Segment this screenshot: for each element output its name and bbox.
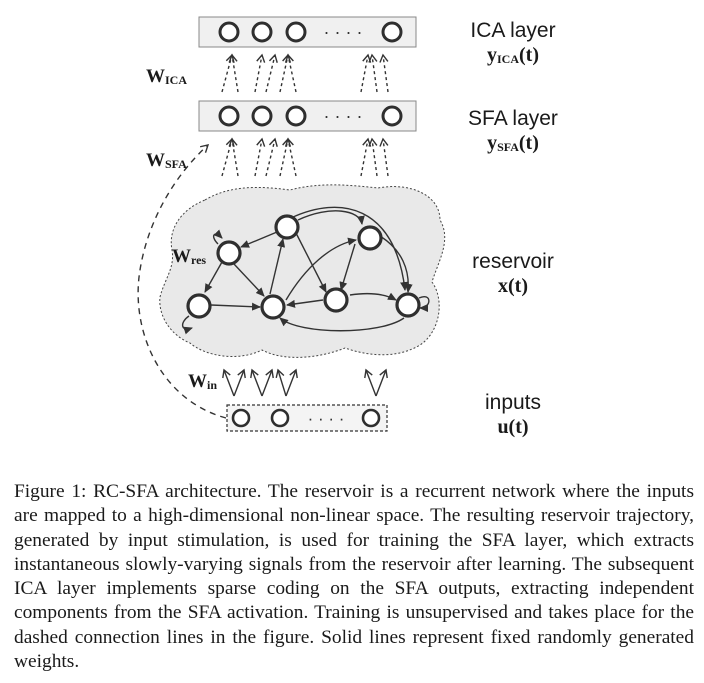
sfa-output-label: ySFA(t) [487,132,539,154]
input-node [361,408,381,428]
input-node [270,408,290,428]
sfa-layer-title: SFA layer [468,107,558,130]
ica-node [251,21,273,43]
w-res-label: Wres [172,246,206,267]
ica-node [381,21,403,43]
reservoir-node [186,293,212,319]
sfa-to-ica-connections [221,53,389,93]
reservoir-node [395,292,421,318]
reservoir-to-sfa-connections [221,137,389,177]
ica-layer: · · · · [198,16,417,48]
figure-caption: Figure 1: RC-SFA architecture. The reser… [14,481,694,673]
sfa-node [285,105,307,127]
w-sfa-label: WSFA [146,150,187,171]
ica-node [285,21,307,43]
reservoir-connections [181,206,430,335]
input-node [231,408,251,428]
ica-layer-title: ICA layer [470,19,555,42]
sfa-node [251,105,273,127]
inputs-box [226,404,388,432]
ica-ellipsis: · · · · [324,22,363,42]
ica-node [218,21,240,43]
ica-output-label: yICA(t) [487,44,539,66]
reservoir-node [216,240,242,266]
sfa-ellipsis: · · · · [324,106,363,126]
inputs-ellipsis: · · · · [308,409,345,428]
sfa-node [381,105,403,127]
reservoir-state-label: x(t) [498,275,528,297]
architecture-diagram: · · · · · · · · [137,16,558,438]
sfa-node [218,105,240,127]
reservoir-nodes [186,214,421,320]
reservoir-node [323,287,349,313]
reservoir-title: reservoir [472,250,554,273]
input-to-reservoir-connections [222,368,388,397]
w-ica-label: WICA [146,66,187,87]
sfa-layer: · · · · [198,100,417,132]
inputs-title: inputs [485,391,541,414]
inputs-layer: · · · · [226,404,388,432]
reservoir-node [357,225,383,251]
w-in-label: Win [188,371,217,392]
reservoir-node [260,294,286,320]
input-to-sfa-connection [137,144,227,419]
inputs-state-label: u(t) [497,416,528,438]
reservoir-node [274,214,300,240]
